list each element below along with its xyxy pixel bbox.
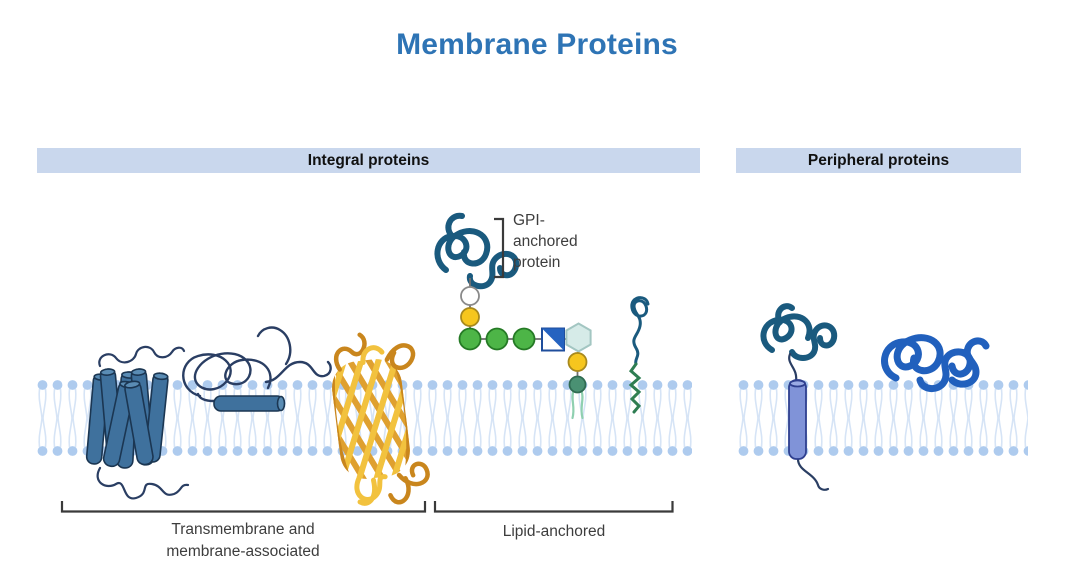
glycan-green-circle <box>485 327 509 351</box>
glycan-white-circle <box>460 286 480 306</box>
peripheral-protein-on-cylinder <box>760 303 838 491</box>
glycan-blue-square <box>541 327 565 352</box>
page-title: Membrane Proteins <box>396 28 678 61</box>
bracket-transmembrane-group <box>60 501 427 513</box>
gpi-bracket <box>494 217 505 279</box>
bracket-lipid-anchored-group <box>433 501 674 513</box>
header-integral-proteins: Integral proteins <box>37 148 700 173</box>
label-transmembrane-group: Transmembrane and membrane-associated <box>166 521 320 560</box>
glycan-hexagon <box>565 322 592 353</box>
glycan-yellow-circle <box>460 307 480 327</box>
lipid-anchored-chain <box>628 296 650 414</box>
glycan-chain <box>458 278 592 420</box>
header-peripheral-proteins: Peripheral proteins <box>736 148 1021 173</box>
alpha-helix-bundle-protein <box>85 345 190 500</box>
lipid-bilayer-right <box>736 380 1028 456</box>
gpi-lipid-anchor-circle <box>568 375 587 394</box>
gpi-anchored-protein <box>434 212 520 290</box>
glycan-yellow-circle <box>567 352 588 372</box>
glycan-green-circle <box>512 327 536 351</box>
membrane-associated-protein <box>182 326 332 412</box>
label-lipid-anchored-group: Lipid-anchored <box>502 523 606 540</box>
label-gpi-anchored-protein: GPI-anchored protein <box>513 212 578 271</box>
peripheral-protein-surface <box>881 334 990 392</box>
glycan-green-circle <box>458 327 482 351</box>
